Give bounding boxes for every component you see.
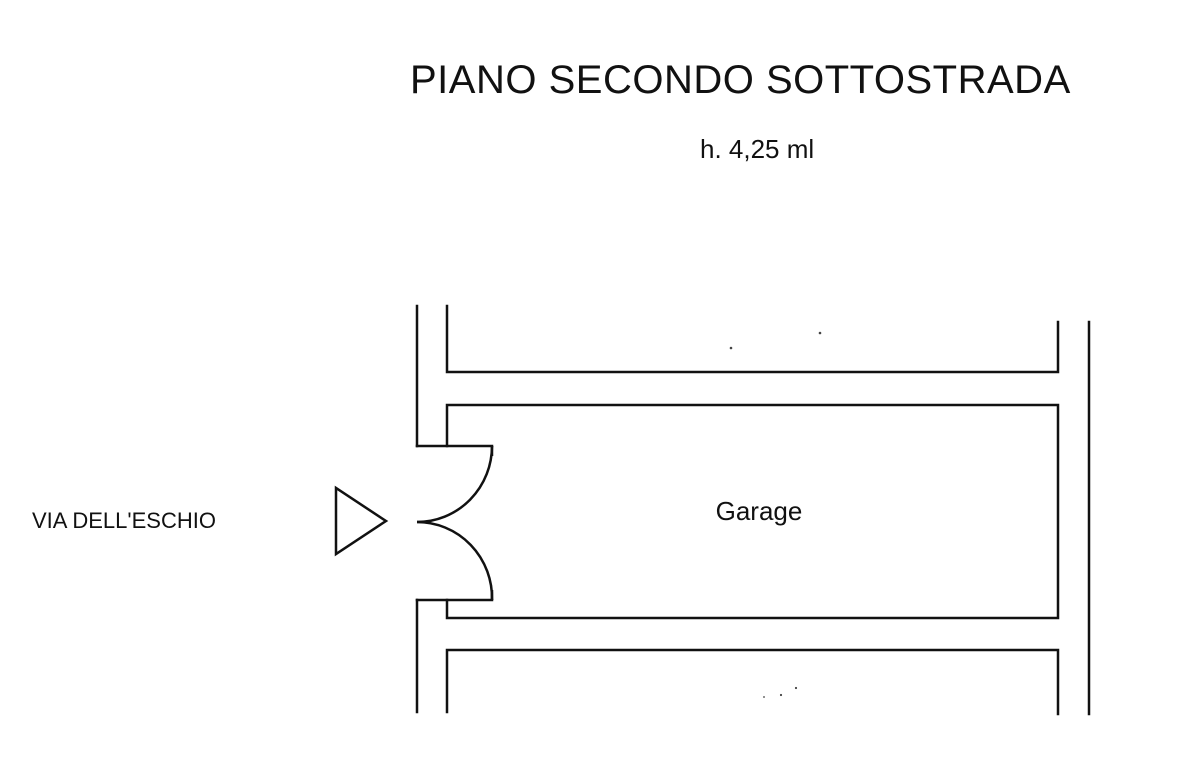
triangle-arrow-right-icon — [334, 485, 389, 557]
lower-unit-outline — [445, 648, 1060, 716]
double-swing-door-icon — [416, 445, 494, 601]
street-label: VIA DELL'ESCHIO — [32, 508, 216, 533]
garage-outline — [445, 403, 1060, 620]
plan-title: PIANO SECONDO SOTTOSTRADA — [410, 58, 1071, 102]
door-leaf-lower — [416, 520, 494, 601]
scan-specks — [729, 331, 822, 698]
height-note: h. 4,25 ml — [700, 134, 815, 164]
plan-walls — [415, 304, 1091, 716]
door-leaf-upper — [416, 445, 494, 524]
upper-unit-outline — [445, 304, 1060, 374]
room-label-garage: Garage — [716, 496, 803, 526]
